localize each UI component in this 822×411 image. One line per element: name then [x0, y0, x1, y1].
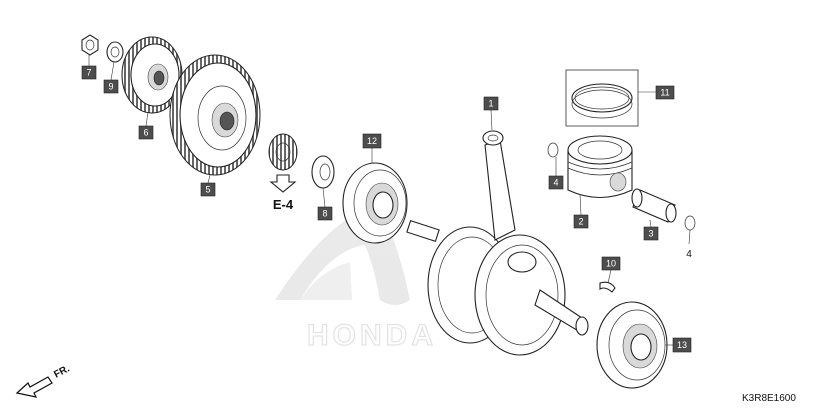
- callout-9-label: 9: [108, 82, 113, 92]
- callout-4[interactable]: 4: [548, 175, 564, 190]
- woodruff-key-part: [599, 281, 616, 293]
- plain-label-4[interactable]: 4: [686, 249, 692, 260]
- watermark-text: HONDA: [307, 319, 437, 352]
- lock-nut-part: [81, 34, 99, 56]
- e4-reference-part: [268, 133, 298, 193]
- callout-6-label: 6: [143, 128, 148, 138]
- front-direction-indicator: FR.: [15, 363, 72, 398]
- crankshaft-assembly-part: [406, 130, 589, 356]
- callout-11-label: 11: [660, 88, 669, 98]
- callout-12[interactable]: 12: [362, 133, 382, 149]
- callout-3[interactable]: 3: [643, 226, 659, 241]
- callout-3-label: 3: [648, 229, 653, 239]
- figure-code: K3R8E1600: [742, 393, 796, 404]
- callout-10[interactable]: 10: [601, 256, 621, 271]
- callout-7[interactable]: 7: [81, 65, 97, 80]
- callout-11[interactable]: 11: [655, 85, 675, 100]
- callout-1-label: 1: [488, 99, 493, 109]
- callout-9[interactable]: 9: [103, 79, 119, 94]
- callout-12-label: 12: [367, 136, 377, 146]
- primary-drive-gear-part: [169, 54, 261, 176]
- leader-lines: [88, 55, 691, 346]
- piston-pin-part: [631, 188, 677, 223]
- callout-1[interactable]: 1: [483, 96, 499, 111]
- callout-8-label: 8: [322, 209, 327, 219]
- callout-5[interactable]: 5: [200, 182, 216, 197]
- reference-label[interactable]: E-4: [273, 197, 294, 212]
- bearing-12-part: [342, 162, 408, 244]
- callout-6[interactable]: 6: [138, 125, 154, 140]
- callout-4-label: 4: [553, 178, 558, 188]
- bearing-13-part: [596, 301, 668, 389]
- washer-8-part: [311, 155, 335, 189]
- piston-ring-set-part: [565, 69, 639, 127]
- arrow-down-icon: [269, 174, 297, 193]
- arrow-front-icon: [15, 376, 53, 398]
- callout-2-label: 2: [578, 217, 583, 227]
- callout-5-label: 5: [205, 185, 210, 195]
- direction-label: FR.: [52, 363, 72, 380]
- callout-10-label: 10: [606, 259, 616, 269]
- washer-9-part: [106, 41, 124, 63]
- callout-13-label: 13: [677, 340, 687, 350]
- callout-13[interactable]: 13: [672, 337, 692, 353]
- piston-part: [567, 135, 633, 198]
- callout-2[interactable]: 2: [573, 214, 589, 229]
- callout-7-label: 7: [86, 68, 91, 78]
- balancer-drive-gear-part: [121, 36, 183, 114]
- callout-8[interactable]: 8: [317, 206, 333, 221]
